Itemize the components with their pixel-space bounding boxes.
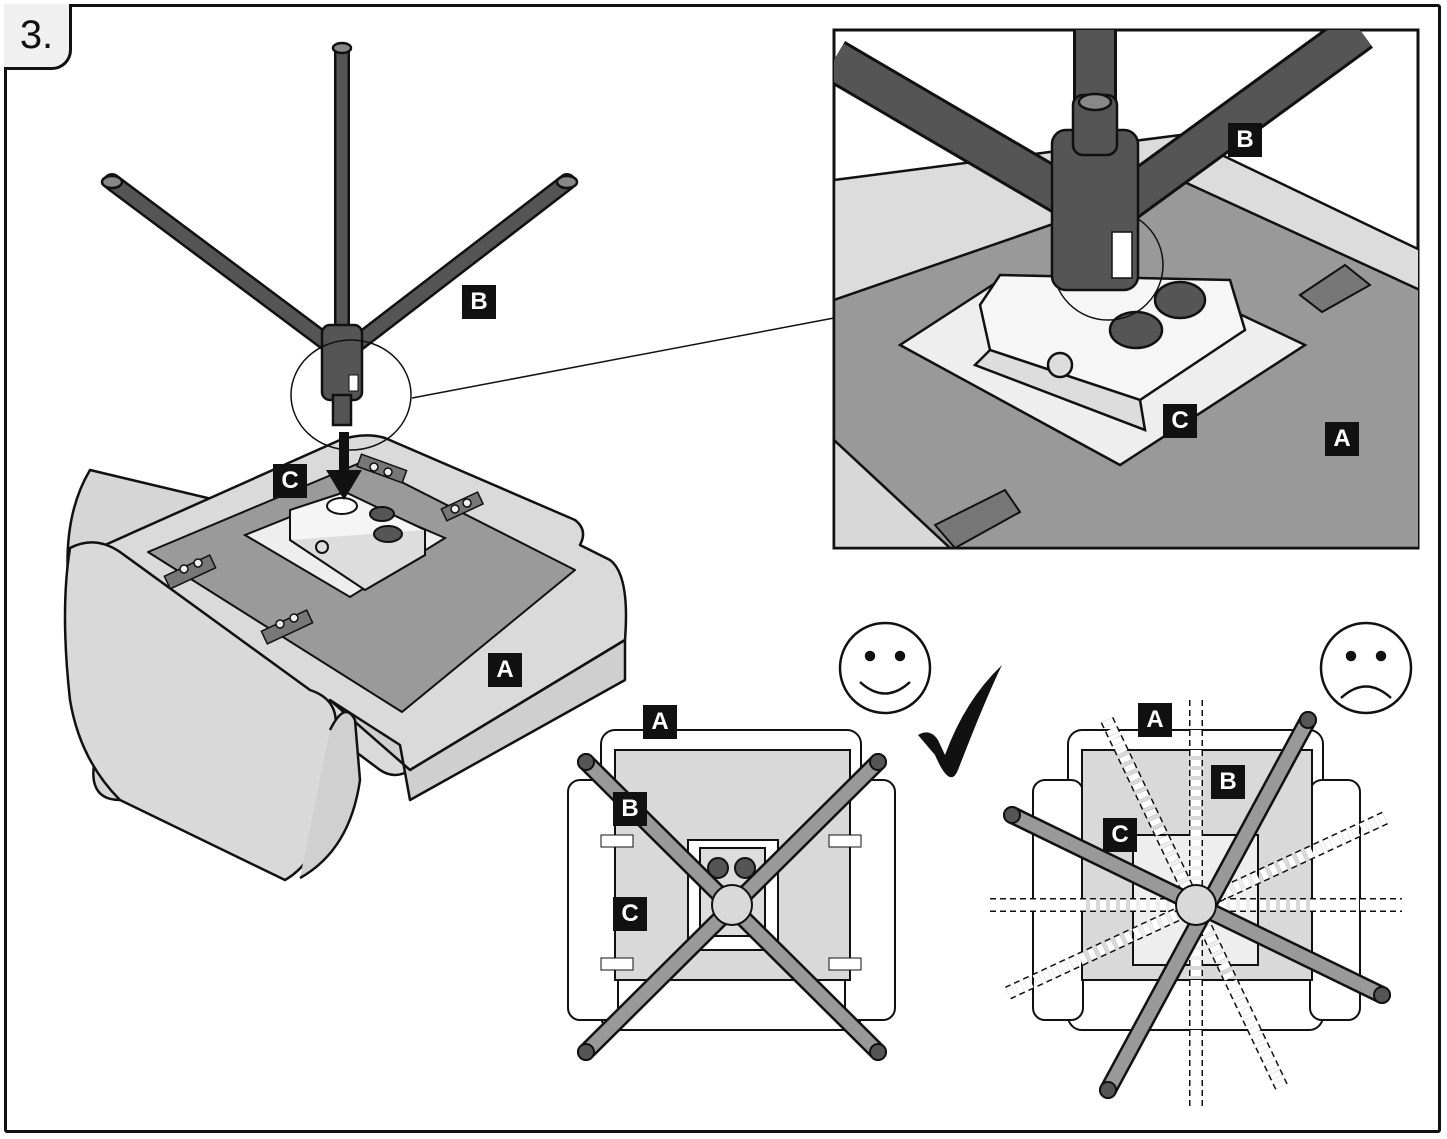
part-label-a-main: A — [488, 653, 522, 687]
zoom-callout — [290, 317, 835, 451]
sad-face-icon — [1319, 621, 1413, 715]
detail-inset-content — [834, 30, 1418, 548]
part-label-a-inset: A — [1325, 422, 1359, 456]
seat-cushion — [63, 434, 628, 882]
step-number: 3. — [4, 4, 72, 70]
part-label-b-main: B — [462, 285, 496, 319]
part-label-c-correct: C — [613, 897, 647, 931]
part-label-b-incorrect: B — [1211, 765, 1245, 799]
arrow-down-icon — [326, 432, 362, 500]
part-label-a-correct: A — [643, 705, 677, 739]
smiley-face-icon — [838, 621, 932, 715]
checkmark-icon — [918, 665, 1002, 778]
incorrect-top-view — [990, 700, 1402, 1110]
swivel-plate-main — [242, 490, 448, 599]
part-label-c-inset: C — [1163, 404, 1197, 438]
leg-base-main — [100, 41, 579, 427]
mount-brackets — [163, 453, 485, 645]
part-label-c-incorrect: C — [1103, 818, 1137, 852]
correct-top-view — [567, 729, 896, 1061]
part-label-a-incorrect: A — [1138, 703, 1172, 737]
part-label-b-inset: B — [1228, 123, 1262, 157]
part-label-b-correct: B — [613, 792, 647, 826]
part-label-c-main: C — [273, 464, 307, 498]
